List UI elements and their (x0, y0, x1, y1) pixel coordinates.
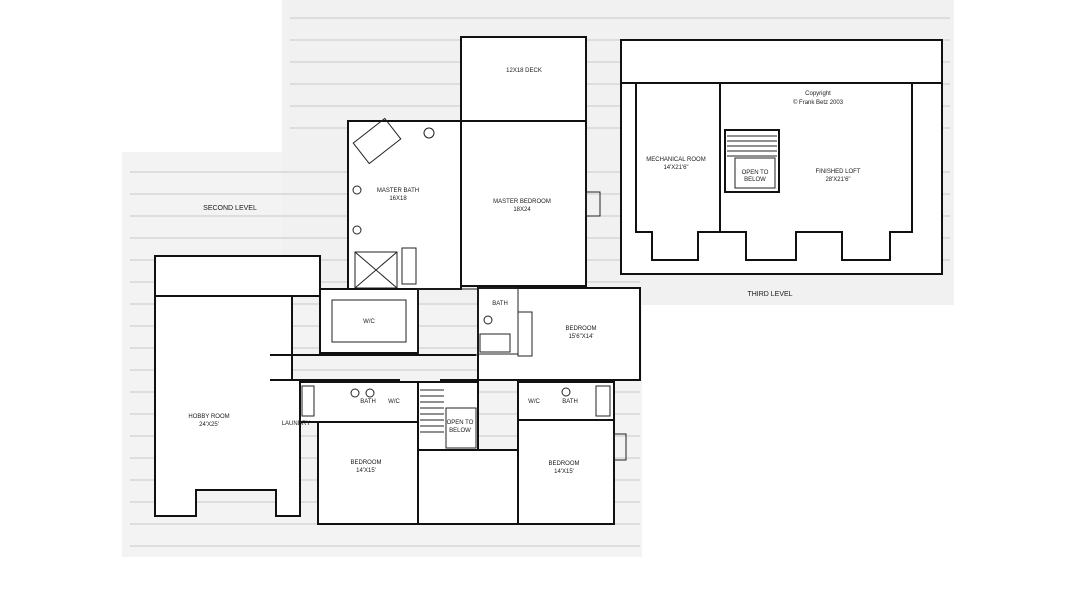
second-level-plan (154, 36, 641, 525)
deck-label: 12X18 DECK (506, 68, 542, 74)
center-bedroom-dims: 14'X15' (356, 468, 376, 474)
stair-opening (417, 381, 479, 451)
east-bath-label: BATH (492, 301, 508, 307)
copyright-line2: © Frank Betz 2003 (793, 99, 844, 106)
master-bath-outline (347, 120, 462, 290)
second-level-title: SECOND LEVEL (203, 205, 257, 212)
center-bath (299, 381, 419, 423)
master-bedroom-dims: 18X24 (513, 207, 531, 213)
center-wic-label: W/C (388, 399, 400, 405)
attic-outline (620, 39, 943, 275)
third-open-to-below-line1: OPEN TO (742, 170, 769, 176)
third-open-to-below-line2: BELOW (744, 177, 766, 183)
finished-loft-dims: 28'X21'6" (825, 177, 850, 183)
right-bedroom-outline (517, 419, 615, 525)
right-bath-label: BATH (562, 399, 578, 405)
center-bath-label: BATH (360, 399, 376, 405)
mechanical-room-dims: 14'X21'6" (663, 165, 688, 171)
center-bedroom-name: BEDROOM (350, 460, 381, 466)
third-stair-treads (727, 135, 777, 157)
master-bedroom-name: MASTER BEDROOM (493, 199, 551, 205)
third-level-plan (620, 39, 943, 275)
copyright-line1: Copyright (805, 91, 831, 97)
bathtub (352, 117, 402, 165)
hobby-room-dims: 24'X25' (199, 422, 219, 428)
center-bedroom-outline (317, 421, 419, 525)
east-bedroom-name: BEDROOM (565, 326, 596, 332)
third-stair-opening (724, 129, 780, 193)
master-bedroom-outline (460, 120, 587, 287)
open-to-below-line2: BELOW (449, 428, 471, 434)
east-bedroom-dims: 15'6"X14' (568, 334, 593, 340)
open-to-below-line1: OPEN TO (447, 420, 474, 426)
mechanical-room-name: MECHANICAL ROOM (646, 157, 705, 163)
right-bedroom-name: BEDROOM (548, 461, 579, 467)
master-bath-name: MASTER BATH (377, 188, 419, 194)
hobby-room-name: HOBBY ROOM (188, 414, 229, 420)
fireplace (585, 191, 601, 217)
hobby-room-outline (154, 255, 321, 297)
toilet-icon (423, 127, 435, 139)
laundry-label: LAUNDRY (282, 421, 311, 427)
third-level-title: THIRD LEVEL (747, 291, 792, 298)
master-bath-dims: 16X18 (389, 196, 407, 202)
labels: SECOND LEVEL 12X18 DECK MASTER BATH 16X1… (188, 68, 860, 475)
deck-outline (460, 36, 587, 122)
right-bedroom-dims: 14'X15' (554, 469, 574, 475)
stair-treads (420, 389, 444, 433)
right-wic-label: W/C (528, 399, 540, 405)
finished-loft-name: FINISHED LOFT (815, 169, 860, 175)
wic-master-label: W/C (363, 319, 375, 325)
